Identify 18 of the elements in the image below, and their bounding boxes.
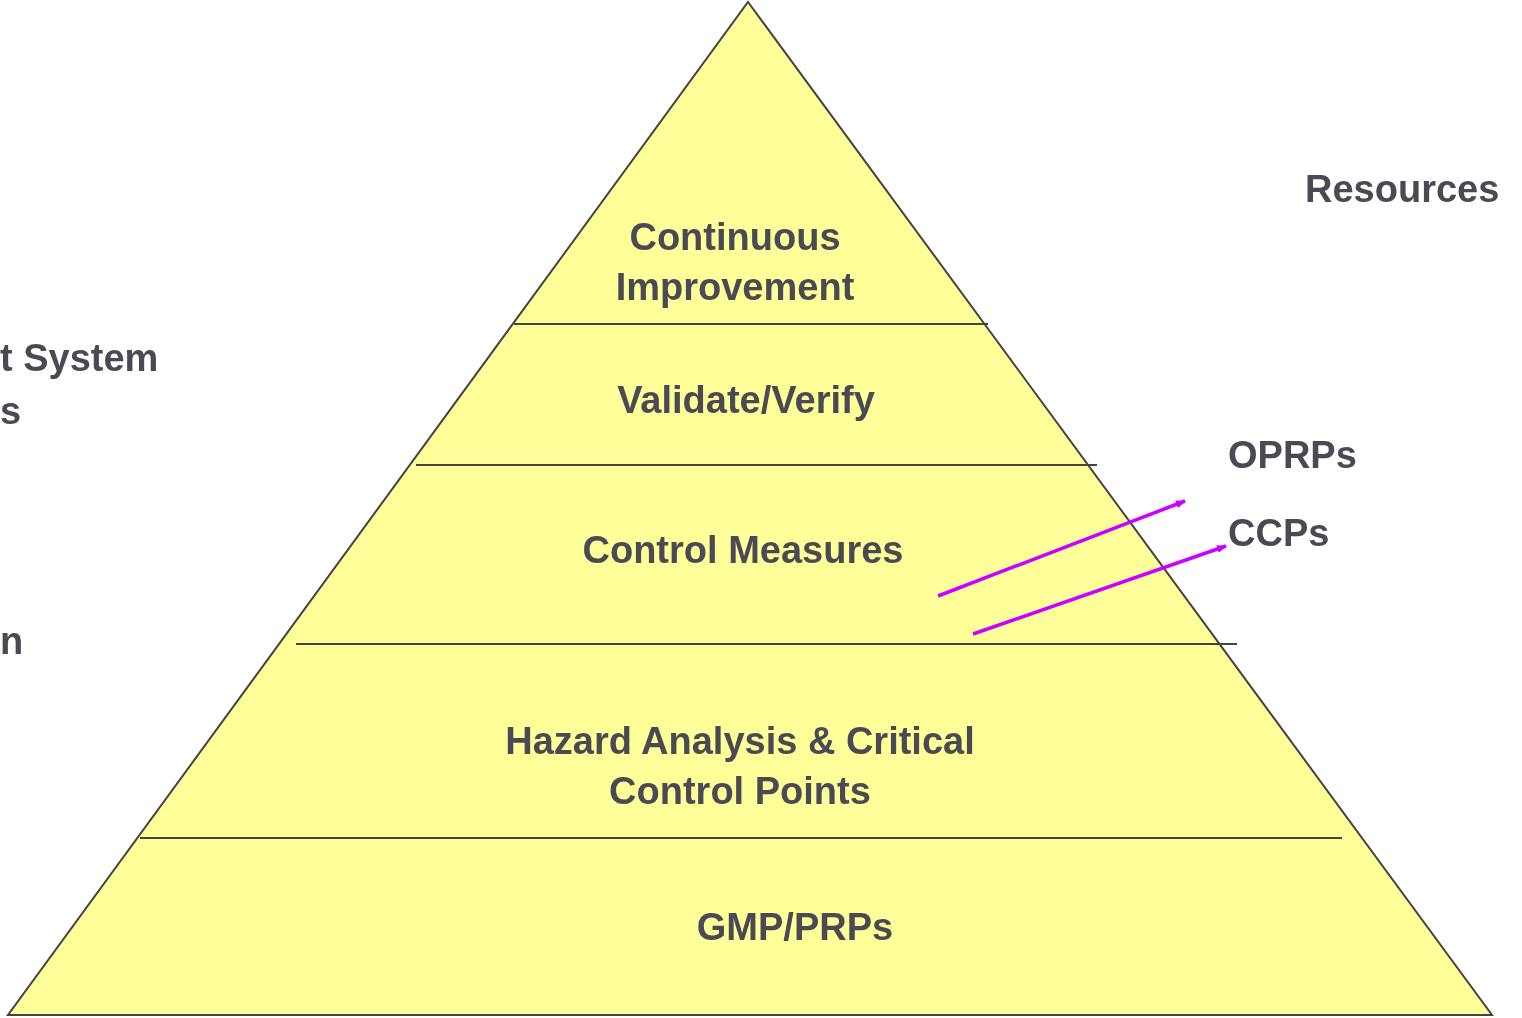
- side-label: t System: [0, 336, 159, 381]
- arrow: [972, 544, 1227, 636]
- pyramid-tier: [8, 838, 1492, 1015]
- side-label: Resources: [1305, 167, 1500, 212]
- tier-label: Continuous Improvement: [614, 215, 856, 310]
- tier-label: GMP/PRPs: [695, 905, 895, 950]
- tier-label: Control Measures: [581, 528, 905, 573]
- pyramid-tier: [279, 465, 1220, 644]
- term-label: OPRPs: [1228, 433, 1357, 478]
- pyramid-tier: [137, 644, 1362, 838]
- term-label: CCPs: [1228, 511, 1330, 556]
- pyramid-tier: [512, 2, 985, 324]
- arrow: [937, 499, 1186, 598]
- tier-label: Hazard Analysis & Critical Control Points: [504, 719, 976, 814]
- side-label: s: [0, 389, 22, 434]
- tier-label: Validate/Verify: [616, 378, 876, 423]
- side-label: n: [0, 619, 24, 664]
- pyramid-tier: [409, 324, 1089, 465]
